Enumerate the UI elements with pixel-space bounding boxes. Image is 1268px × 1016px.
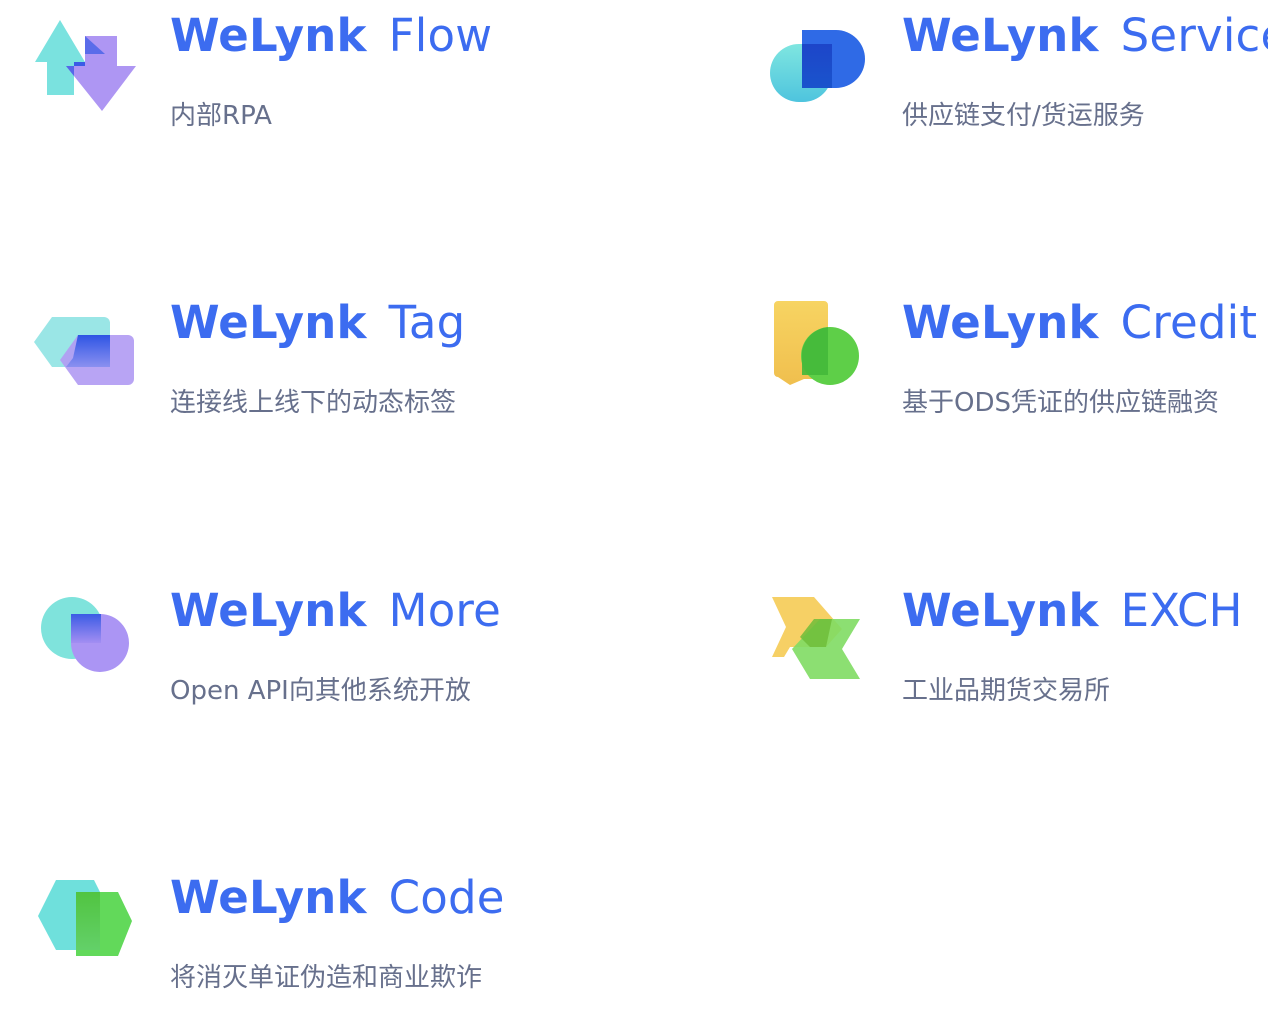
product-description: 将消灭单证伪造和商业欺诈	[170, 963, 483, 993]
product-description: 基于ODS凭证的供应链融资	[902, 388, 1219, 418]
product-card-credit[interactable]: WeLynk Credit 基于ODS凭证的供应链融资	[762, 296, 1268, 441]
product-name: Tag	[388, 296, 466, 349]
product-card-code[interactable]: WeLynk Code 将消灭单证伪造和商业欺诈	[30, 871, 650, 1016]
product-card-tag[interactable]: WeLynk Tag 连接线上线下的动态标签	[30, 296, 650, 441]
product-description: 内部RPA	[170, 101, 272, 131]
tag-icon	[30, 301, 140, 411]
brand-name: WeLynk	[902, 584, 1099, 637]
more-circles-icon	[30, 589, 140, 699]
product-name: Code	[388, 871, 505, 924]
flow-arrows-icon	[30, 14, 140, 124]
product-name: EXCH	[1120, 584, 1243, 637]
credit-bookmark-icon	[762, 301, 872, 411]
product-description: 供应链支付/货运服务	[902, 101, 1145, 131]
brand-name: WeLynk	[170, 296, 367, 349]
exchange-chevrons-icon	[762, 589, 872, 699]
product-title: WeLynk Credit	[902, 293, 1257, 353]
product-card-exch[interactable]: WeLynk EXCH 工业品期货交易所	[762, 584, 1268, 729]
code-hexagon-icon	[30, 876, 140, 986]
product-title: WeLynk Code	[170, 868, 505, 928]
product-card-more[interactable]: WeLynk More Open API向其他系统开放	[30, 584, 650, 729]
product-description: 连接线上线下的动态标签	[170, 388, 457, 418]
brand-name: WeLynk	[902, 9, 1099, 62]
brand-name: WeLynk	[170, 871, 367, 924]
brand-name: WeLynk	[170, 9, 367, 62]
product-title: WeLynk Flow	[170, 6, 492, 66]
product-title: WeLynk Service	[902, 6, 1268, 66]
product-name: Flow	[388, 9, 493, 62]
brand-name: WeLynk	[902, 296, 1099, 349]
product-title: WeLynk More	[170, 581, 501, 641]
product-name: Service	[1120, 9, 1268, 62]
product-card-flow[interactable]: WeLynk Flow 内部RPA	[30, 9, 650, 154]
product-description: Open API向其他系统开放	[170, 676, 471, 706]
product-title: WeLynk EXCH	[902, 581, 1243, 641]
product-name: Credit	[1120, 296, 1258, 349]
product-description: 工业品期货交易所	[902, 676, 1111, 706]
brand-name: WeLynk	[170, 584, 367, 637]
product-card-service[interactable]: WeLynk Service 供应链支付/货运服务	[762, 9, 1268, 154]
service-d-icon	[762, 14, 872, 124]
product-name: More	[388, 584, 502, 637]
product-title: WeLynk Tag	[170, 293, 465, 353]
